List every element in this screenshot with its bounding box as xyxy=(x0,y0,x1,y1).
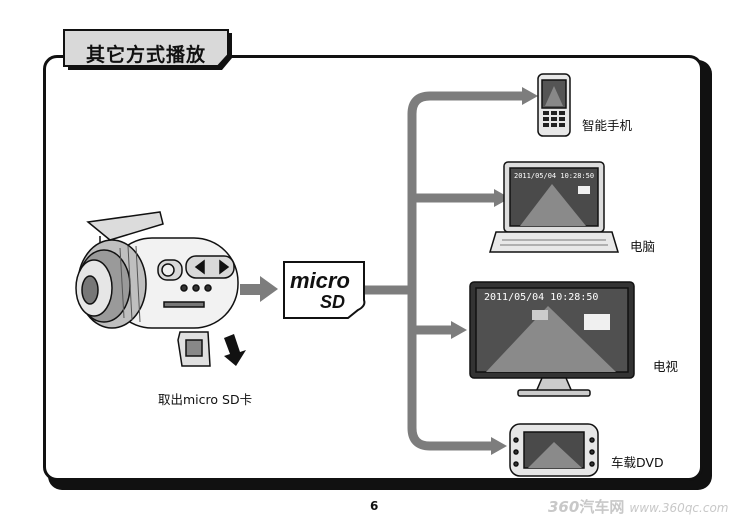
tv-label: 电视 xyxy=(653,359,679,374)
arrow-head-pc xyxy=(494,189,510,207)
eject-card-label: 取出micro SD卡 xyxy=(158,392,253,407)
arrow-head-tv xyxy=(451,321,467,339)
tv-timestamp: 2011/05/04 10:28:50 xyxy=(484,292,598,303)
pc-label: 电脑 xyxy=(630,239,656,254)
laptop-timestamp: 2011/05/04 10:28:50 xyxy=(514,172,594,180)
ejected-sd-card-icon xyxy=(177,331,211,367)
watermark: 360汽车网 www.360qc.com xyxy=(548,496,728,517)
camera-to-sd-arrow xyxy=(240,284,262,295)
micro-sd-card-icon xyxy=(283,261,366,319)
sd-logo: SD xyxy=(320,292,345,312)
smartphone-icon xyxy=(537,73,571,137)
watermark-url: www.360qc.com xyxy=(629,501,729,515)
car-dvd-icon xyxy=(509,423,599,477)
eject-down-arrow xyxy=(224,334,246,366)
arrow-head-phone xyxy=(522,87,538,105)
page-number: 6 xyxy=(370,499,379,513)
laptop-icon xyxy=(488,161,620,253)
page-title: 其它方式播放 xyxy=(86,44,207,66)
distribution-lines xyxy=(364,91,526,451)
micro-logo: micro xyxy=(290,268,350,293)
smartphone-label: 智能手机 xyxy=(582,118,633,133)
car-dvd-label: 车载DVD xyxy=(611,455,664,470)
watermark-brand: 汽车网 xyxy=(579,498,625,516)
arrow-head-dvd xyxy=(491,437,507,455)
dash-camera-icon xyxy=(75,211,239,329)
tv-icon xyxy=(469,281,635,397)
watermark-number: 360 xyxy=(548,498,580,516)
